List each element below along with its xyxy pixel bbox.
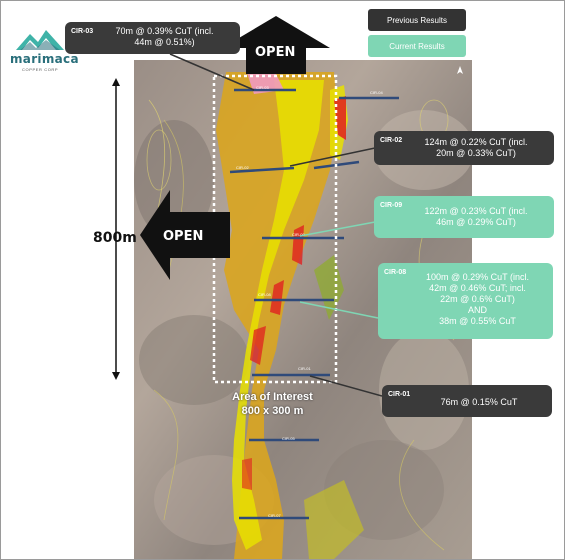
logo-subtitle: COPPER CORP (22, 67, 59, 72)
area-of-interest-label: Area of Interest 800 x 300 m (215, 390, 330, 418)
callout-cir-08: CIR-08 100m @ 0.29% CuT (incl. 42m @ 0.4… (378, 263, 553, 339)
north-arrow-icon (457, 66, 463, 74)
map-hole-label: CIR-01 (298, 366, 311, 371)
terrain-shade (134, 120, 214, 240)
callout-line: 20m @ 0.33% CuT) (436, 148, 516, 158)
callout-line: 38m @ 0.55% CuT (439, 316, 516, 326)
callout-id: CIR-02 (380, 137, 403, 144)
open-north-label: OPEN (255, 45, 296, 60)
callout-text: 122m @ 0.23% CuT (incl. 46m @ 0.29% CuT) (404, 206, 548, 228)
map-hole-label: CIR-05 (282, 436, 295, 441)
callout-line: 44m @ 0.51%) (134, 37, 195, 47)
callout-line: 70m @ 0.39% CuT (incl. (115, 26, 214, 36)
callout-line: AND (467, 305, 487, 315)
callout-id: CIR-03 (71, 28, 94, 35)
highgrade-zone (232, 80, 324, 550)
anomaly-zone (270, 280, 284, 315)
map-hole-label: CIR-02 (236, 165, 249, 170)
callout-id: CIR-08 (384, 269, 407, 276)
callout-line: 100m @ 0.29% CuT (incl. (425, 272, 529, 282)
anomaly-zone (242, 458, 252, 490)
open-west-label: OPEN (163, 229, 204, 244)
callout-id: CIR-09 (380, 202, 403, 209)
aoi-size: 800 x 300 m (241, 405, 304, 417)
callout-text: 124m @ 0.22% CuT (incl. 20m @ 0.33% CuT) (404, 137, 548, 159)
mineralised-zone (304, 480, 364, 559)
map-hole-label: CIR-07 (268, 513, 281, 518)
logo-wordmark: marimaca (10, 52, 79, 66)
callout-line: 122m @ 0.23% CuT (incl. (424, 206, 528, 216)
callout-text: 100m @ 0.29% CuT (incl. 42m @ 0.46% CuT;… (408, 272, 547, 327)
anomaly-zone (250, 326, 266, 365)
legend-previous-results: Previous Results (368, 9, 466, 31)
callout-id: CIR-01 (388, 391, 411, 398)
aoi-title: Area of Interest (232, 391, 313, 403)
scale-label: 800m (93, 230, 137, 246)
callout-cir-02: CIR-02 124m @ 0.22% CuT (incl. 20m @ 0.3… (374, 131, 554, 165)
mineralised-zone (216, 72, 339, 559)
callout-line: 124m @ 0.22% CuT (incl. (424, 137, 528, 147)
map-hole-label: CIR-03 (256, 85, 269, 90)
callout-line: 22m @ 0.6% CuT) (440, 294, 515, 304)
map-hole-label: CIR-08 (258, 292, 271, 297)
legend-current-results: Current Results (368, 35, 466, 57)
callout-text: 70m @ 0.39% CuT (incl. 44m @ 0.51%) (95, 26, 234, 48)
callout-cir-09: CIR-09 122m @ 0.23% CuT (incl. 46m @ 0.2… (374, 196, 554, 238)
callout-line: 46m @ 0.29% CuT) (436, 217, 516, 227)
callout-cir-03: CIR-03 70m @ 0.39% CuT (incl. 44m @ 0.51… (65, 22, 240, 54)
callout-text: 76m @ 0.15% CuT (412, 397, 546, 408)
callout-cir-01: CIR-01 76m @ 0.15% CuT (382, 385, 552, 417)
scale-arrow (112, 78, 120, 380)
open-west-arrow-icon (140, 190, 230, 280)
drill-trace (229, 166, 295, 174)
map-hole-label: CIR-09 (292, 232, 305, 237)
callout-line: 76m @ 0.15% CuT (440, 397, 518, 407)
marimaca-logo-icon (16, 30, 64, 50)
map-hole-label: CIR-04 (370, 90, 383, 95)
callout-line: 42m @ 0.46% CuT; incl. (429, 283, 526, 293)
